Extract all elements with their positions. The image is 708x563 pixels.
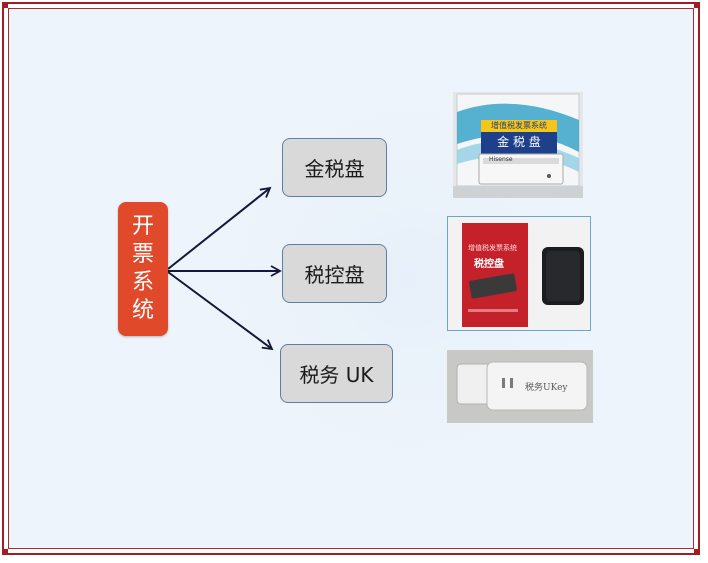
jinshuipan-box-name: 金 税 盘 <box>497 135 541 149</box>
ukey-illustration <box>447 350 593 423</box>
node-shuikongpan: 税控盘 <box>282 244 387 303</box>
jinshuipan-box-title: 增值税发票系统 <box>491 121 547 130</box>
jinshuipan-illustration <box>453 92 583 198</box>
root-char: 系 <box>131 270 154 295</box>
photo-shuikongpan-device: 增值税发票系统 税控盘 <box>447 216 591 331</box>
root-char: 开 <box>131 214 154 239</box>
arrow-to-ukey <box>167 271 274 351</box>
node-tax-ukey: 税务 UK <box>280 344 393 403</box>
node-jinshuipan: 金税盘 <box>282 138 387 197</box>
outer-border <box>2 2 700 555</box>
frame-corner-bl <box>2 549 8 555</box>
ukey-device-text: 税务UKey <box>525 383 568 393</box>
frame-corner-br <box>694 549 700 555</box>
shuikongpan-illustration <box>448 217 590 330</box>
root-node-invoice-system: 开 票 系 统 <box>118 202 168 336</box>
arrow-to-jinshuipan <box>167 186 272 270</box>
node-label: 金税盘 <box>304 157 365 181</box>
node-label: 税务 UK <box>299 363 374 387</box>
root-char: 统 <box>131 298 154 323</box>
frame-corner-tl <box>2 2 8 8</box>
shuikongpan-manual-subtitle: 增值税发票系统 <box>468 244 517 252</box>
photo-jinshuipan-device: 增值税发票系统 金 税 盘 Hisense <box>453 92 583 198</box>
node-label: 税控盘 <box>304 263 365 287</box>
jinshuipan-brand: Hisense <box>489 156 513 163</box>
frame-corner-tr <box>694 2 700 8</box>
shuikongpan-manual-title: 税控盘 <box>474 259 504 270</box>
photo-tax-ukey-device: 税务UKey <box>447 350 593 423</box>
root-char: 票 <box>131 242 154 267</box>
